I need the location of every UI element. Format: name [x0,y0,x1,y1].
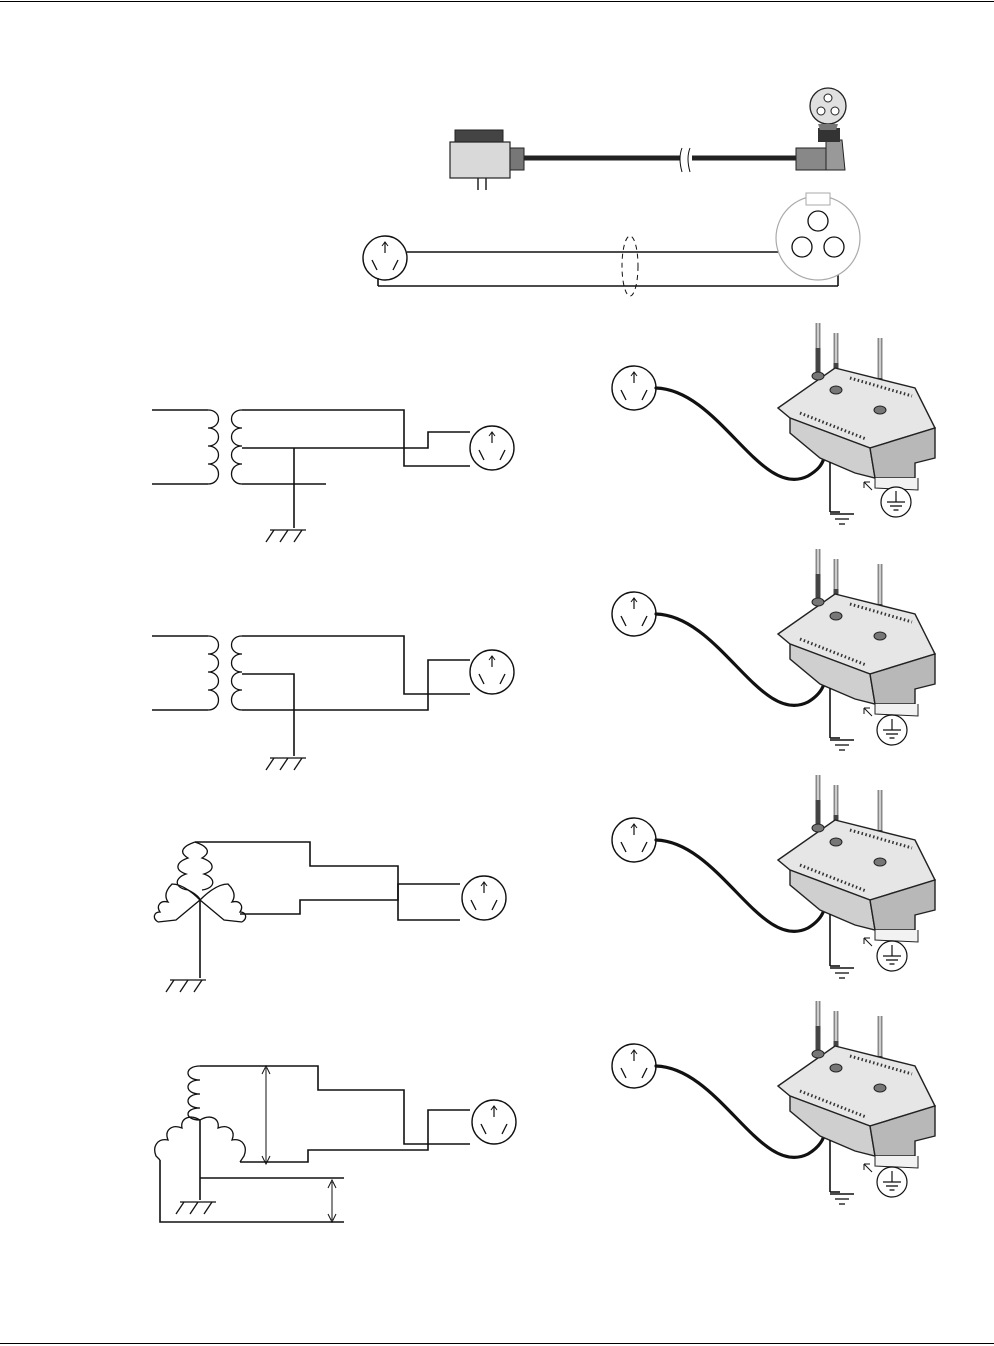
nema-outlet-icon [462,876,506,920]
three-phase-wye-figure [154,775,935,992]
nema-outlet-icon [470,426,514,470]
battery-charger-icon [778,775,935,942]
nema-outlet-icon [612,1044,656,1088]
power-plug-icon [450,130,524,190]
three-phase-delta-figure [155,1001,935,1222]
protective-earth-icon [877,715,907,745]
protective-earth-icon [881,487,911,517]
transformer-icon [152,636,242,710]
circular-3pin-connector-icon [776,193,860,280]
nema-outlet-icon [363,236,407,280]
transformer-icon [152,410,242,484]
chassis-ground-icon [266,758,306,770]
battery-charger-icon [778,549,935,716]
earth-ground-icon [830,1194,854,1204]
protective-earth-icon [877,941,907,971]
chassis-ground-icon [166,980,206,992]
chassis-ground-icon [176,1202,216,1214]
nema-outlet-icon [470,650,514,694]
single-phase-center-tap-figure [152,323,935,542]
cable-assembly-figure [363,88,860,296]
protective-earth-icon [877,1167,907,1197]
nema-outlet-icon [612,592,656,636]
nema-outlet-icon [472,1100,516,1144]
battery-charger-icon [778,1001,935,1168]
nema-outlet-icon [612,818,656,862]
circular-3pin-connector-icon [796,88,846,170]
nema-outlet-icon [612,366,656,410]
chassis-ground-icon [266,530,306,542]
battery-charger-icon [778,323,935,490]
earth-ground-icon [830,514,854,524]
earth-ground-icon [830,740,854,750]
single-phase-end-ground-figure [152,549,935,770]
earth-ground-icon [830,968,854,978]
